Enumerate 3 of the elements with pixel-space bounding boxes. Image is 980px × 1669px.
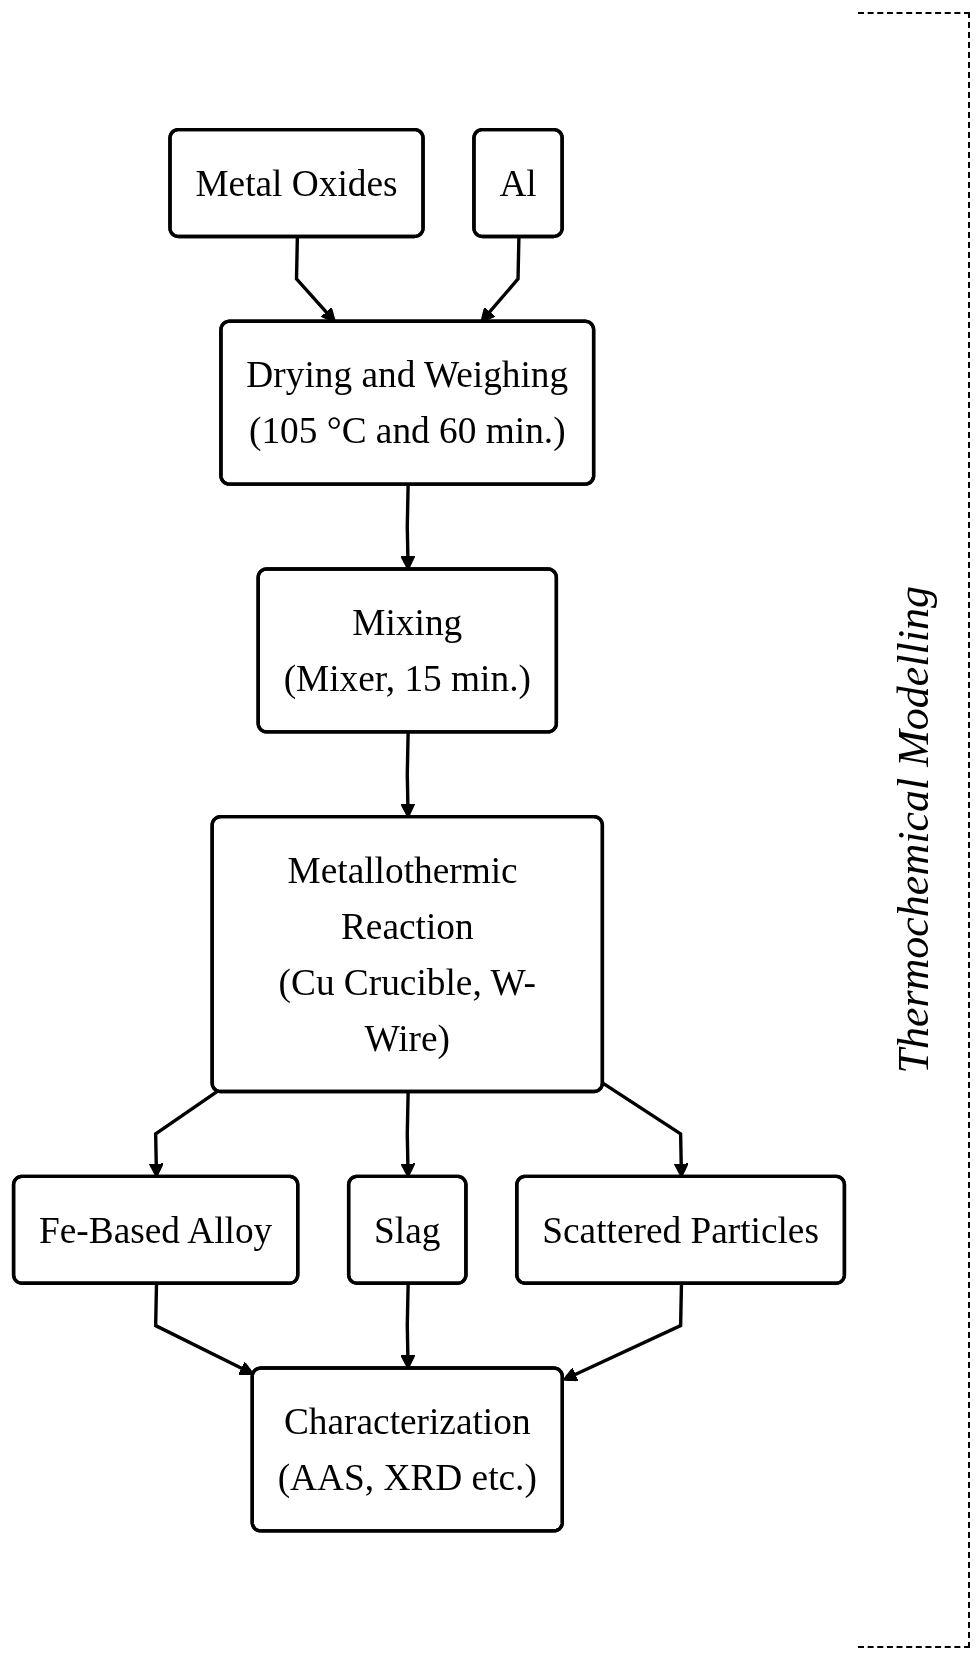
bracket-label: Thermochemical Modelling: [887, 586, 939, 1074]
arrow: [562, 1283, 684, 1381]
arrow: [153, 1283, 255, 1375]
